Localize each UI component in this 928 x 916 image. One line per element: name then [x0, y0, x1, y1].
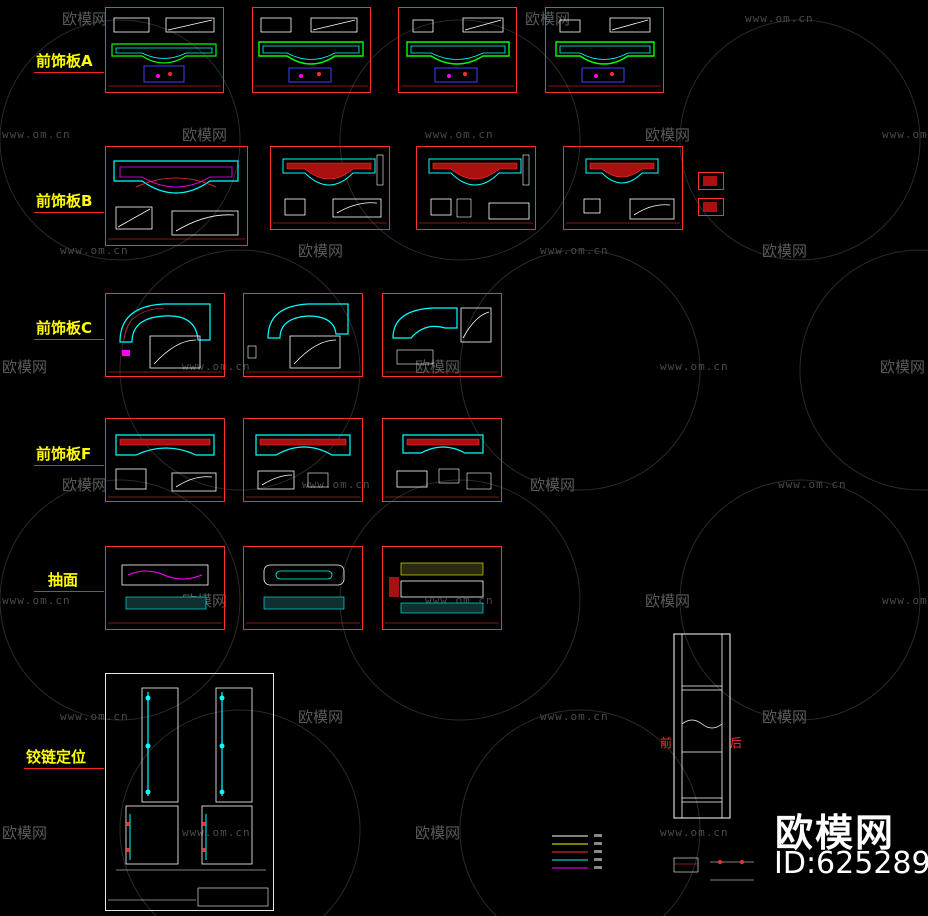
drawing-sheet-b2[interactable]	[270, 146, 390, 230]
watermark-brand: 欧模网	[880, 358, 926, 376]
watermark-url: www.om.cn	[540, 710, 609, 723]
watermark-brand: 欧模网	[762, 708, 808, 726]
row-label-f: 前饰板F	[36, 445, 92, 463]
watermark-url: www.om.cn	[882, 128, 928, 141]
front-label: 前	[660, 736, 673, 750]
drawer-face-drawing	[246, 564, 360, 624]
drawing-sheet-drawer3[interactable]	[382, 546, 502, 630]
drawing-sheet-c2[interactable]	[243, 293, 363, 377]
row-label-b: 前饰板B	[36, 192, 93, 210]
row-label-hinge: 铰链定位	[26, 748, 87, 766]
arch-panel-drawing	[246, 303, 360, 373]
watermark-url: www.om.cn	[660, 360, 729, 373]
watermark-brand: 欧模网	[2, 824, 48, 842]
drawing-sheet-a4[interactable]	[545, 7, 664, 93]
arch-panel-drawing	[246, 434, 360, 498]
arch-panel-drawing	[401, 17, 514, 87]
drawing-sheet-a3[interactable]	[398, 7, 517, 93]
drawing-sheet-c3[interactable]	[382, 293, 502, 377]
layer-legend-drawing	[552, 834, 602, 869]
watermark-brand: 欧模网	[182, 126, 228, 144]
watermark-url: www.om.cn	[882, 594, 928, 607]
row-label-c: 前饰板C	[36, 319, 93, 337]
drawing-sheet-b1[interactable]	[105, 146, 248, 246]
ornament-detail	[703, 176, 717, 186]
arch-panel-drawing	[419, 154, 533, 224]
watermark-brand: 欧模网	[525, 10, 571, 28]
row-label-a: 前饰板A	[36, 52, 93, 70]
watermark-brand: 欧模网	[298, 708, 344, 726]
cabinet-elevation-drawing	[673, 633, 731, 819]
watermark-url: www.om.cn	[2, 128, 71, 141]
watermark-brand: 欧模网	[2, 358, 48, 376]
arch-panel-drawing	[108, 434, 222, 498]
arch-panel-drawing	[273, 154, 387, 224]
watermark-brand: 欧模网	[62, 476, 108, 494]
watermark-url: www.om.cn	[540, 244, 609, 257]
watermark-url: www.om.cn	[60, 710, 129, 723]
drawing-sheet-a2[interactable]	[252, 7, 371, 93]
watermark-brand: 欧模网	[645, 126, 691, 144]
drawing-sheet-c1[interactable]	[105, 293, 225, 377]
arch-panel-drawing	[566, 158, 680, 224]
watermark-url: www.om.cn	[745, 12, 814, 25]
watermark-url: www.om.cn	[302, 478, 371, 491]
drawing-sheet-b4[interactable]	[563, 146, 683, 230]
watermark-url: www.om.cn	[425, 128, 494, 141]
drawing-sheet-hinge[interactable]	[105, 673, 274, 911]
watermark-brand: 欧模网	[415, 824, 461, 842]
watermark-brand: 欧模网	[298, 242, 344, 260]
watermark-url: www.om.cn	[660, 826, 729, 839]
drawing-sheet-f2[interactable]	[243, 418, 363, 502]
model-id: ID:625289	[774, 846, 928, 881]
watermark-url: www.om.cn	[778, 478, 847, 491]
drawing-sheet-drawer1[interactable]	[105, 546, 225, 630]
leader-line	[34, 591, 104, 592]
hinge-layout-drawing	[108, 687, 269, 907]
arch-panel-drawing	[385, 307, 499, 373]
leader-line	[34, 72, 104, 73]
watermark-brand: 欧模网	[645, 592, 691, 610]
detail-sheet-small[interactable]	[698, 172, 724, 190]
drawing-sheet-b3[interactable]	[416, 146, 536, 230]
drawing-sheet-f1[interactable]	[105, 418, 225, 502]
ornament-detail	[703, 202, 717, 212]
watermark-url: www.om.cn	[182, 360, 251, 373]
watermark-brand: 欧模网	[62, 10, 108, 28]
drawer-face-drawing	[108, 564, 222, 624]
drawing-sheet-f3[interactable]	[382, 418, 502, 502]
hardware-detail-drawing	[673, 857, 754, 881]
watermark-url: www.om.cn	[60, 244, 129, 257]
drawer-face-drawing	[385, 562, 499, 624]
back-label: 后	[730, 736, 743, 750]
watermark-url: www.om.cn	[182, 826, 251, 839]
arch-panel-drawing	[548, 17, 661, 87]
leader-line	[34, 212, 104, 213]
arch-panel-drawing	[255, 17, 368, 87]
drawing-sheet-drawer2[interactable]	[243, 546, 363, 630]
brand-logo: 欧模网	[775, 811, 896, 855]
watermark-url: www.om.cn	[2, 594, 71, 607]
watermark-brand: 欧模网	[530, 476, 576, 494]
arch-panel-drawing	[108, 17, 221, 87]
leader-line	[34, 465, 104, 466]
row-label-drawer: 抽面	[48, 571, 79, 589]
watermark-brand: 欧模网	[762, 242, 808, 260]
arch-panel-drawing	[108, 303, 222, 373]
drawing-sheet-a1[interactable]	[105, 7, 224, 93]
arch-panel-drawing	[385, 434, 499, 498]
leader-line	[24, 768, 104, 769]
arch-panel-drawing	[108, 160, 245, 240]
leader-line	[34, 339, 104, 340]
detail-sheet-small[interactable]	[698, 198, 724, 216]
watermark-brand: 欧模网	[415, 358, 461, 376]
